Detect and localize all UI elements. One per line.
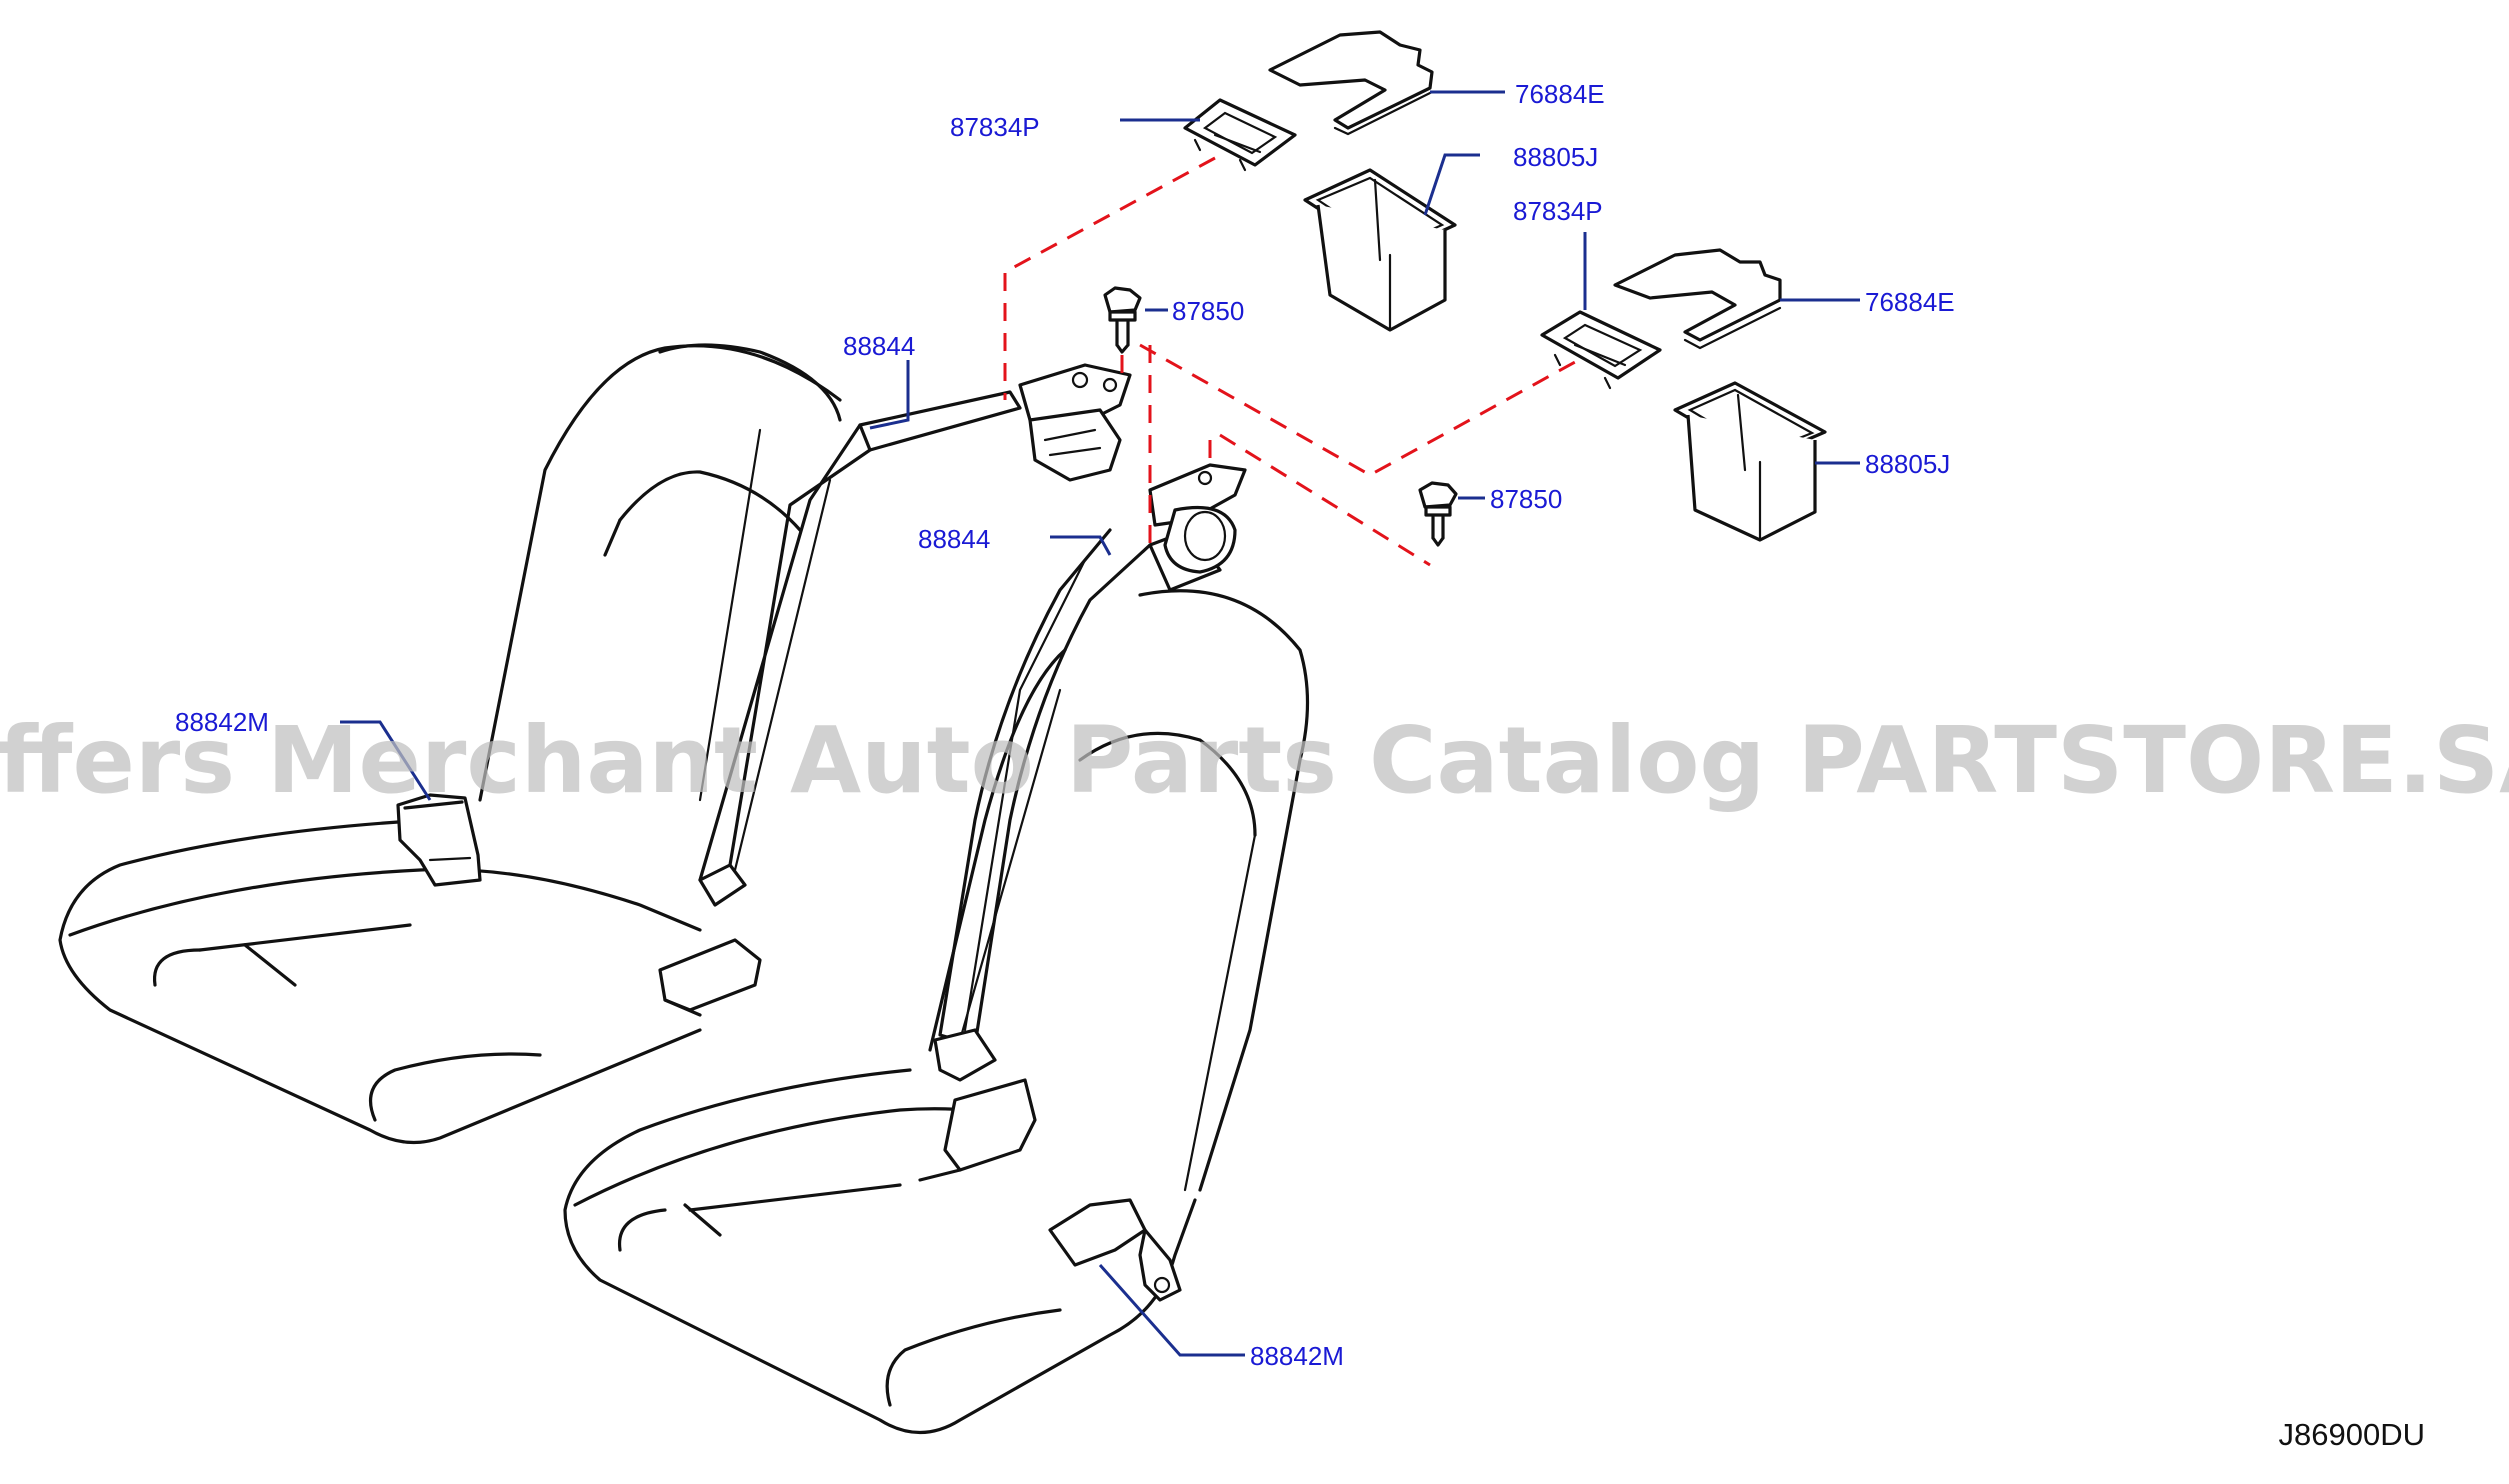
left-buckle-drawing: [396, 793, 482, 887]
callout-88805j-lower: 88805J: [1865, 449, 1950, 479]
callout-88842m-left: 88842M: [175, 707, 269, 737]
callout-87834p-upper: 87834P: [950, 112, 1040, 142]
cup-holder-88805j-lower: [1673, 381, 1827, 542]
callout-76884e-upper: 76884E: [1515, 79, 1605, 109]
leader-lines: [340, 90, 1860, 1357]
callout-87834p-lower: 87834P: [1513, 196, 1603, 226]
callout-labels: 87834P 76884E 88805J 87834P 87850 88844 …: [175, 79, 1955, 1371]
callout-88805j-upper: 88805J: [1513, 142, 1598, 172]
callout-87850-lower: 87850: [1490, 484, 1562, 514]
escutcheon-87834p-upper: [1183, 98, 1297, 172]
cup-holder-88805j-upper: [1303, 168, 1457, 332]
callout-87850-upper: 87850: [1172, 296, 1244, 326]
diagram-code: J86900DU: [2279, 1417, 2425, 1452]
left-seat-drawing: [58, 343, 842, 1145]
callout-88844-lower: 88844: [918, 524, 990, 554]
bolt-87850-lower: [1418, 481, 1458, 547]
escutcheon-87834p-lower: [1540, 310, 1662, 390]
left-seatbelt-drawing: [658, 363, 1132, 1017]
trim-cover-76884e-upper: [1268, 30, 1434, 136]
watermark-text: Offers Merchant Auto Parts Catalog PARTS…: [0, 707, 2509, 814]
callout-88844-upper: 88844: [843, 331, 915, 361]
right-seatbelt-drawing: [918, 463, 1247, 1302]
bolt-87850-upper: [1103, 286, 1142, 354]
trim-cover-76884e-lower: [1613, 248, 1782, 350]
installation-dashed-lines: [1003, 156, 1576, 567]
callout-88842m-right: 88842M: [1250, 1341, 1344, 1371]
callout-76884e-lower: 76884E: [1865, 287, 1955, 317]
